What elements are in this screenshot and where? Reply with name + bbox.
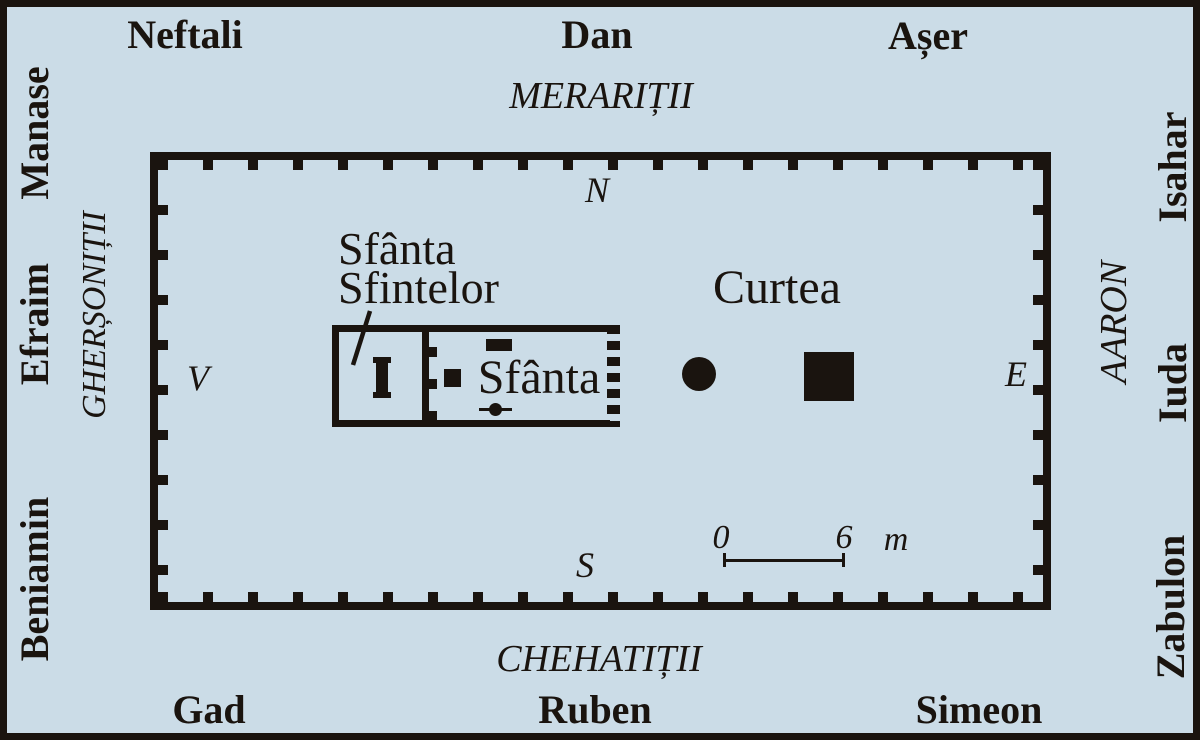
- bronze-altar-icon: [804, 352, 854, 401]
- tribe-iuda: Iuda: [1150, 342, 1195, 424]
- tribe-zabulon: Zabulon: [1148, 534, 1193, 680]
- scale-start-label: 0: [712, 519, 730, 556]
- scale-line: [723, 559, 845, 562]
- compass-west: V: [187, 358, 209, 398]
- laver-icon: [682, 357, 716, 391]
- lampstand-icon: [489, 403, 502, 416]
- scale-left-tick: [723, 553, 726, 567]
- holy-of-holies-label: Sfânta Sfintelor: [338, 223, 499, 314]
- tribe-dan: Dan: [561, 12, 633, 57]
- incense-altar-icon: [444, 369, 461, 387]
- holy-of-holies-line2: Sfintelor: [338, 262, 499, 314]
- tribe-efraim: Efraim: [12, 262, 57, 386]
- showbread-table-icon: [486, 339, 512, 351]
- tabernacle-entrance-curtain: [607, 325, 620, 427]
- clan-chehatitii: CHEHATIȚII: [496, 638, 702, 680]
- tribe-simeon: Simeon: [915, 687, 1043, 732]
- tribe-gad: Gad: [172, 687, 246, 732]
- tribe-isahar: Isahar: [1150, 111, 1195, 223]
- tribe-aser: Așer: [888, 13, 968, 58]
- compass-south: S: [576, 545, 594, 585]
- holy-place-label: Sfânta: [477, 351, 601, 404]
- clan-aaron: AARON: [1093, 260, 1135, 384]
- veil-divider: [422, 325, 429, 427]
- courtyard-posts-north: [158, 160, 1043, 170]
- courtyard-posts-south: [158, 592, 1043, 602]
- tribe-manase: Manase: [12, 66, 57, 200]
- clan-ghersonitii: GHERȘONIȚII: [76, 211, 113, 419]
- scale-unit-label: m: [883, 521, 909, 558]
- clan-meraritii: MERARIȚII: [509, 75, 693, 117]
- holy-of-holies-line1: Sfânta: [338, 223, 456, 274]
- veil-divider-posts: [429, 347, 437, 425]
- tabernacle-outline: [332, 325, 610, 427]
- courtyard-label: Curtea: [713, 261, 841, 314]
- tribe-ruben: Ruben: [538, 687, 652, 732]
- scale-end-label: 6: [835, 519, 853, 556]
- courtyard-posts-west: [158, 160, 168, 602]
- tribe-neftali: Neftali: [127, 12, 243, 57]
- scale-right-tick: [842, 553, 845, 567]
- tribe-beniamin: Beniamin: [12, 496, 57, 662]
- compass-north: N: [584, 170, 610, 210]
- leader-line: [350, 310, 373, 366]
- courtyard-outline: [150, 152, 1051, 610]
- compass-east: E: [1005, 354, 1027, 394]
- courtyard-posts-east: [1033, 160, 1043, 602]
